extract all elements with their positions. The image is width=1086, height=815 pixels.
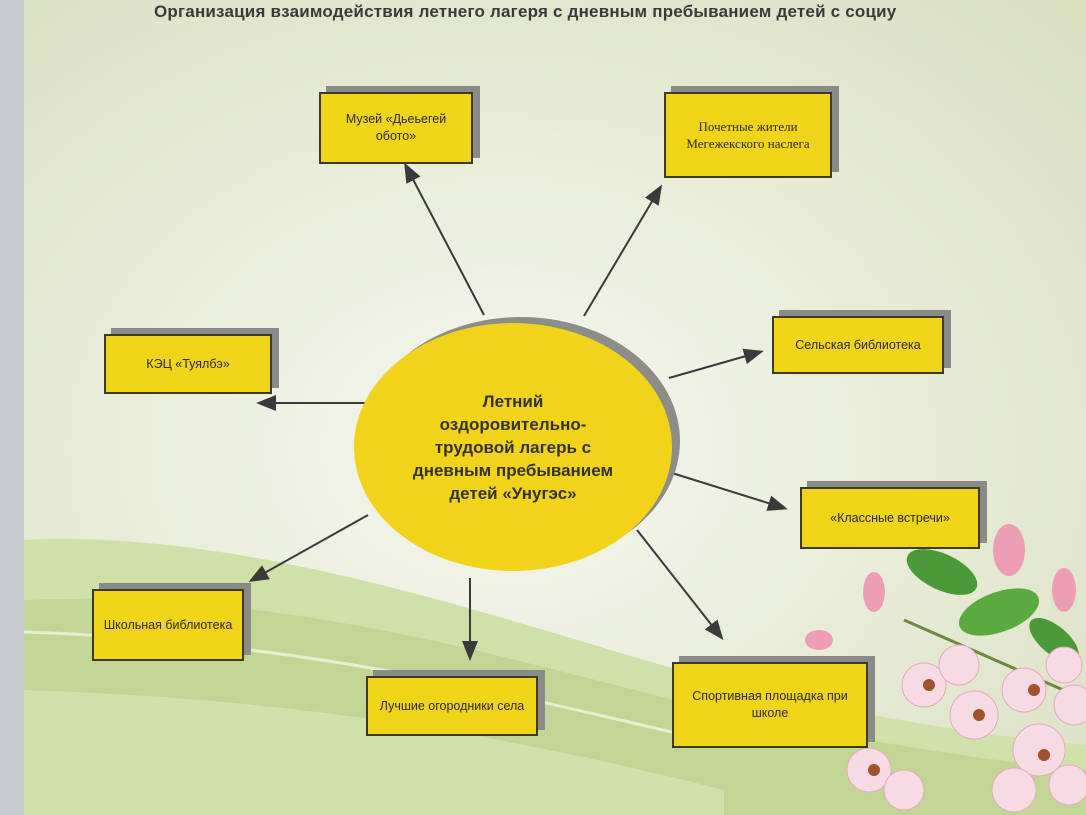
arrow-citizens	[584, 188, 660, 316]
node-school-library-label: Школьная библиотека	[104, 617, 233, 634]
slide: Организация взаимодействия летнего лагер…	[24, 0, 1086, 815]
hub-label: Летний оздоровительно-трудовой лагерь с …	[408, 390, 618, 505]
arrow-museum	[406, 166, 484, 315]
node-rural-library-label: Сельская библиотека	[795, 337, 920, 354]
hub-camp-ellipse: Летний оздоровительно-трудовой лагерь с …	[354, 323, 672, 571]
node-sports-ground-label: Спортивная площадка при школе	[680, 688, 860, 722]
node-rural-library: Сельская библиотека	[772, 316, 944, 374]
node-sports-ground: Спортивная площадка при школе	[672, 662, 868, 748]
node-kec: КЭЦ «Туялбэ»	[104, 334, 272, 394]
left-frame-strip	[0, 0, 24, 815]
arrow-sports-ground	[637, 530, 721, 637]
arrow-rural-library	[669, 352, 760, 378]
node-school-library: Школьная библиотека	[92, 589, 244, 661]
node-museum-label: Музей «Дьеьегей обото»	[327, 111, 465, 145]
node-gardeners-label: Лучшие огородники села	[380, 698, 525, 715]
node-best-gardeners: Лучшие огородники села	[366, 676, 538, 736]
node-kec-label: КЭЦ «Туялбэ»	[146, 356, 229, 373]
arrow-class-meetings	[672, 473, 784, 508]
node-class-meetings-label: «Классные встречи»	[830, 510, 950, 527]
node-class-meetings: «Классные встречи»	[800, 487, 980, 549]
arrow-school-library	[252, 515, 368, 580]
node-citizens-label: Почетные жители Мегежекского наслега	[672, 118, 824, 152]
node-museum: Музей «Дьеьегей обото»	[319, 92, 473, 164]
node-honorary-citizens: Почетные жители Мегежекского наслега	[664, 92, 832, 178]
